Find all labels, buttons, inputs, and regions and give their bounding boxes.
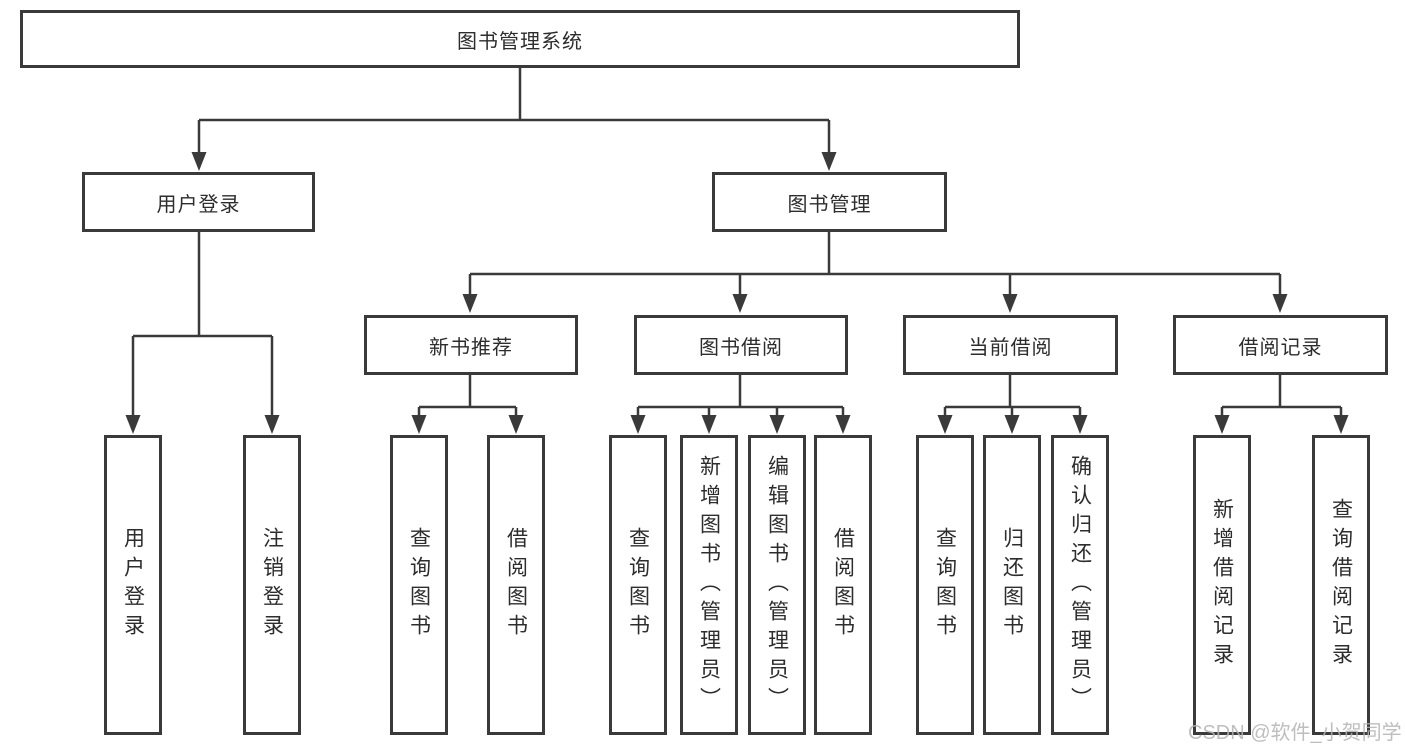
node-label: 新书推荐 <box>429 336 513 359</box>
connector-book-borrow-children <box>630 375 851 434</box>
node-label: 借阅记录 <box>1238 336 1323 359</box>
csdn-watermark: CSDN @软件_小贺同学 <box>1188 722 1402 744</box>
node-label: 查询图书 <box>407 527 431 643</box>
leaf-query-borrow-record: 查询借阅记录 <box>1312 435 1370 735</box>
connector-root-to-level2 <box>191 68 837 171</box>
node-label: 查询借阅记录 <box>1329 498 1353 672</box>
node-label: 用户登录 <box>121 527 145 643</box>
leaf-confirm-return-admin: 确认归还（管理员） <box>1051 435 1109 735</box>
connector-user-login-children <box>125 232 280 434</box>
leaf-query-books-current: 查询图书 <box>916 435 974 735</box>
node-label: 用户登录 <box>156 193 241 216</box>
connector-current-borrow-children <box>937 375 1088 434</box>
node-current-borrowing: 当前借阅 <box>903 315 1118 375</box>
node-label: 新增图书（管理员） <box>697 454 721 716</box>
leaf-borrow-books: 借阅图书 <box>814 435 872 735</box>
leaf-query-books-recommend: 查询图书 <box>390 435 448 735</box>
node-label: 查询图书 <box>626 527 650 643</box>
node-book-management: 图书管理 <box>712 172 947 232</box>
leaf-query-books-borrow: 查询图书 <box>609 435 667 735</box>
leaf-add-borrow-record: 新增借阅记录 <box>1193 435 1251 735</box>
leaf-return-books: 归还图书 <box>983 435 1041 735</box>
connector-book-management-children <box>462 232 1288 313</box>
leaf-edit-books-admin: 编辑图书（管理员） <box>748 435 806 735</box>
node-label: 新增借阅记录 <box>1210 498 1234 672</box>
node-label: 查询图书 <box>933 527 957 643</box>
node-label: 图书管理 <box>787 193 872 216</box>
leaf-borrow-books-recommend: 借阅图书 <box>487 435 545 735</box>
leaf-logout: 注销登录 <box>243 435 301 735</box>
node-label: 图书管理系统 <box>457 30 583 53</box>
node-user-login: 用户登录 <box>82 172 315 232</box>
connector-new-book-children <box>411 375 524 434</box>
node-library-system: 图书管理系统 <box>20 10 1020 68</box>
node-label: 借阅图书 <box>831 527 855 643</box>
node-label: 确认归还（管理员） <box>1068 454 1092 716</box>
node-label: 借阅图书 <box>504 527 528 643</box>
node-label: 图书借阅 <box>699 336 783 359</box>
leaf-add-books-admin: 新增图书（管理员） <box>680 435 738 735</box>
node-borrowing-records: 借阅记录 <box>1173 315 1388 375</box>
node-label: 编辑图书（管理员） <box>765 454 789 716</box>
node-new-book-recommendation: 新书推荐 <box>364 315 578 375</box>
node-book-borrowing: 图书借阅 <box>634 315 848 375</box>
node-label: 注销登录 <box>260 527 284 643</box>
leaf-user-login: 用户登录 <box>104 435 162 735</box>
node-label: 归还图书 <box>1000 527 1024 643</box>
node-label: 当前借阅 <box>968 336 1053 359</box>
connector-borrow-records-children <box>1214 375 1349 434</box>
